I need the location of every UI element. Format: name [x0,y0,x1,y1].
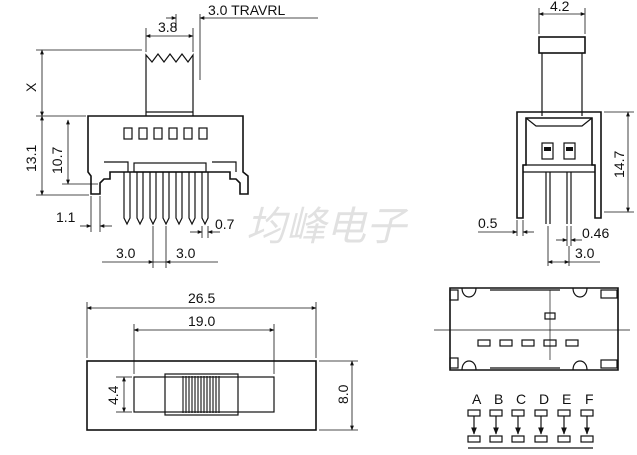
top-view: 26.5 19.0 4.4 8.0 [86,290,358,431]
pin-layout: A B C D E F [467,391,594,449]
pin-letter-f: F [585,391,594,407]
front-knob [145,53,194,116]
bottom-view [434,287,630,371]
front-body [87,115,249,195]
dim-side-leg: 0.5 [478,215,498,231]
front-pins [123,172,209,226]
dim-side-pitch: 3.0 [575,245,595,261]
front-windows [123,127,208,140]
top-knob [164,373,239,416]
dim-side-pin: 0.46 [582,225,609,241]
dim-pin-width: 0.7 [215,216,235,232]
dim-travel: 3.0 TRAVRL [208,2,286,18]
dim-pitch-right: 3.0 [176,245,196,261]
dim-slot-length: 19.0 [188,313,215,329]
pin-letter-a: A [472,391,482,407]
top-body [86,360,317,431]
dim-pitch-left: 3.0 [116,245,136,261]
side-view: 4.2 14.7 0.5 0.46 3.0 [478,0,634,266]
dim-side-height: 14.7 [611,151,627,178]
dim-body-height: 10.7 [49,147,65,174]
dim-overall-height: 13.1 [23,145,39,172]
front-view: 3.8 3.0 TRAVRL X 13.1 10.7 1.1 0.7 [23,2,318,268]
pin-letter-d: D [539,391,549,407]
dim-knob-width: 3.8 [158,19,178,35]
dim-body-width: 8.0 [335,384,351,404]
dim-leg-offset: 1.1 [56,209,76,225]
pin-letter-b: B [494,391,503,407]
dim-slot-height: 4.4 [105,385,121,405]
dim-overall-length: 26.5 [188,290,215,306]
pin-letter-e: E [562,391,571,407]
dim-side-knob: 4.2 [550,0,570,14]
dim-actuator-height: X [23,82,39,92]
watermark: 均峰电子 [246,204,409,250]
pin-letter-c: C [516,391,526,407]
side-knob [538,36,586,54]
top-knob-ridges [182,376,220,413]
